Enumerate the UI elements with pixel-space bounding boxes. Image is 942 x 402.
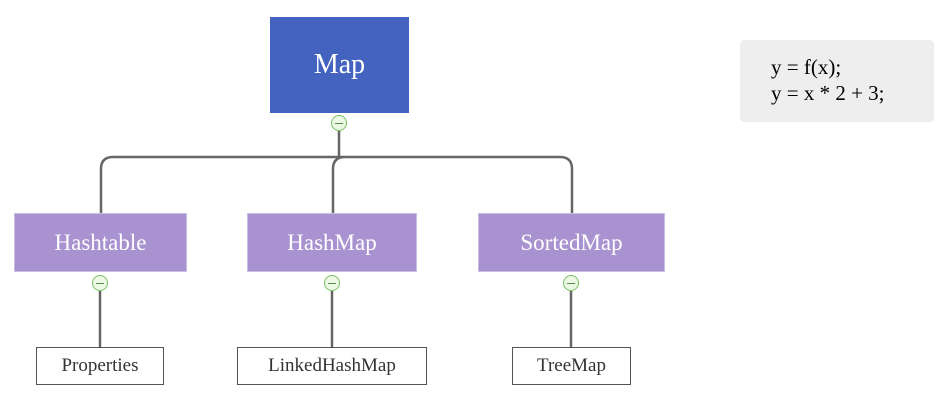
- node-linkedhashmap[interactable]: LinkedHashMap: [237, 347, 427, 385]
- node-properties[interactable]: Properties: [36, 347, 164, 385]
- node-map[interactable]: Map: [270, 17, 409, 113]
- collapse-toggle-icon[interactable]: [92, 275, 108, 291]
- code-line: y = x * 2 + 3;: [771, 81, 885, 105]
- node-sortedmap[interactable]: SortedMap: [478, 213, 665, 272]
- node-hashtable[interactable]: Hashtable: [14, 213, 187, 272]
- node-hashmap-label: HashMap: [287, 229, 377, 255]
- node-treemap[interactable]: TreeMap: [512, 347, 631, 385]
- node-treemap-label: TreeMap: [537, 355, 606, 376]
- collapse-toggle-icon[interactable]: [563, 275, 579, 291]
- node-linkedhashmap-label: LinkedHashMap: [268, 355, 396, 376]
- node-hashmap[interactable]: HashMap: [247, 213, 417, 272]
- node-map-label: Map: [313, 49, 366, 80]
- node-hashtable-label: Hashtable: [54, 229, 147, 255]
- collapse-toggle-icon[interactable]: [331, 115, 347, 131]
- code-line: y = f(x);: [771, 55, 842, 79]
- collapse-toggle-icon[interactable]: [324, 275, 340, 291]
- connector-map-to-children: [99, 123, 574, 213]
- code-note: y = f(x); y = x * 2 + 3;: [740, 40, 934, 122]
- node-properties-label: Properties: [61, 355, 139, 376]
- node-sortedmap-label: SortedMap: [520, 229, 623, 255]
